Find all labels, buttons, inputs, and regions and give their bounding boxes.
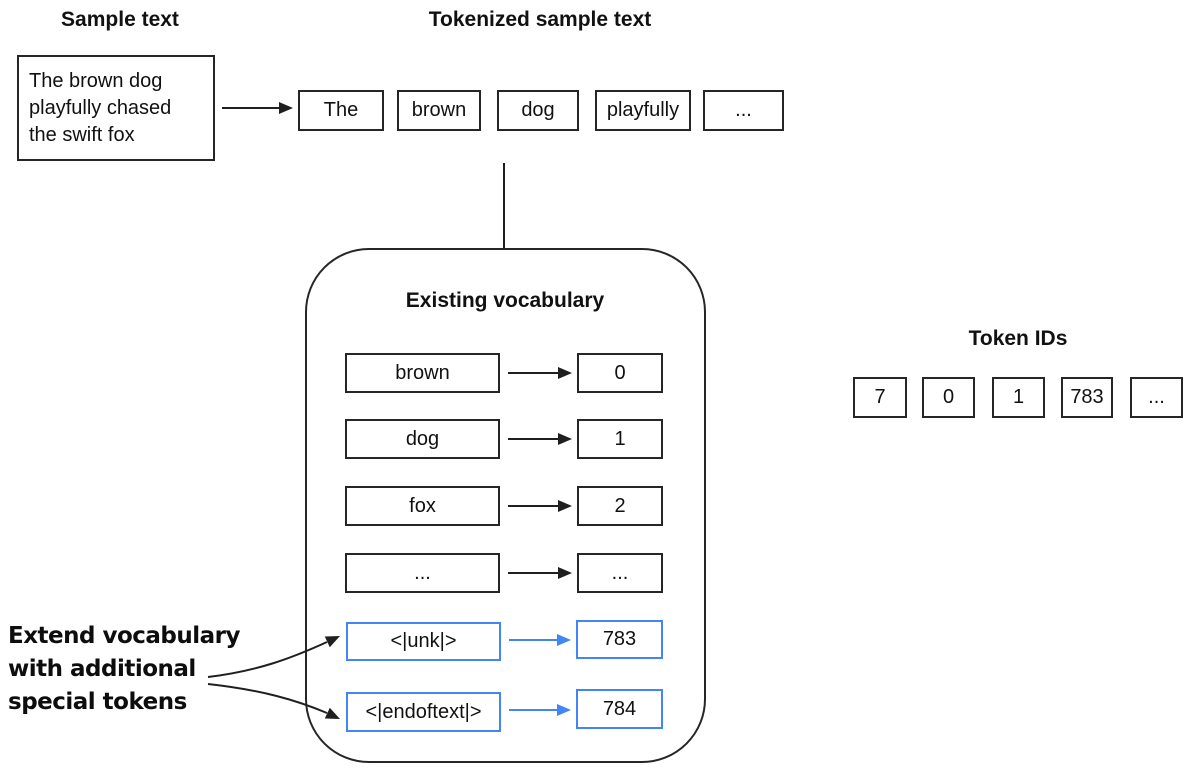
vocab-word-box-special: <|endoftext|>: [346, 692, 501, 732]
sample-text-heading: Sample text: [61, 8, 179, 31]
sample-text-line: playfully chased: [29, 96, 172, 119]
vocab-id-box: 0: [577, 353, 663, 393]
token-box: dog: [497, 90, 579, 131]
tokenized-sample-heading: Tokenized sample text: [428, 8, 652, 31]
annotation-line: Extend vocabulary: [8, 623, 241, 649]
vocab-word-box: dog: [345, 419, 500, 459]
token-box: ...: [703, 90, 784, 131]
token-id-box: ...: [1130, 377, 1183, 418]
vocab-word-box: fox: [345, 486, 500, 526]
token-id-box: 783: [1061, 377, 1113, 418]
vocab-id-box-special: 783: [576, 620, 663, 659]
token-box: playfully: [595, 90, 691, 131]
vocab-id-box: 1: [577, 419, 663, 459]
annotation-line: special tokens: [8, 689, 187, 715]
vocab-id-box: ...: [577, 553, 663, 593]
token-id-box: 7: [853, 377, 907, 418]
token-id-box: 0: [922, 377, 975, 418]
vocab-word-box: brown: [345, 353, 500, 393]
sample-text-line: The brown dog: [29, 69, 163, 92]
existing-vocabulary-heading: Existing vocabulary: [405, 289, 605, 312]
annotation-line: with additional: [8, 656, 196, 682]
vocab-id-box: 2: [577, 486, 663, 526]
sample-text-box: The brown dog playfully chased the swift…: [17, 55, 215, 161]
token-id-box: 1: [992, 377, 1045, 418]
sample-text-line: the swift fox: [29, 123, 135, 146]
vocab-word-box-special: <|unk|>: [346, 622, 501, 661]
token-ids-heading: Token IDs: [968, 327, 1068, 350]
vocab-id-box-special: 784: [576, 689, 663, 729]
extend-vocabulary-annotation: Extend vocabulary with additional specia…: [8, 620, 258, 719]
token-box: brown: [397, 90, 481, 131]
token-box: The: [298, 90, 384, 131]
arrow-sample-to-tokens: [222, 102, 293, 114]
vocab-word-box: ...: [345, 553, 500, 593]
